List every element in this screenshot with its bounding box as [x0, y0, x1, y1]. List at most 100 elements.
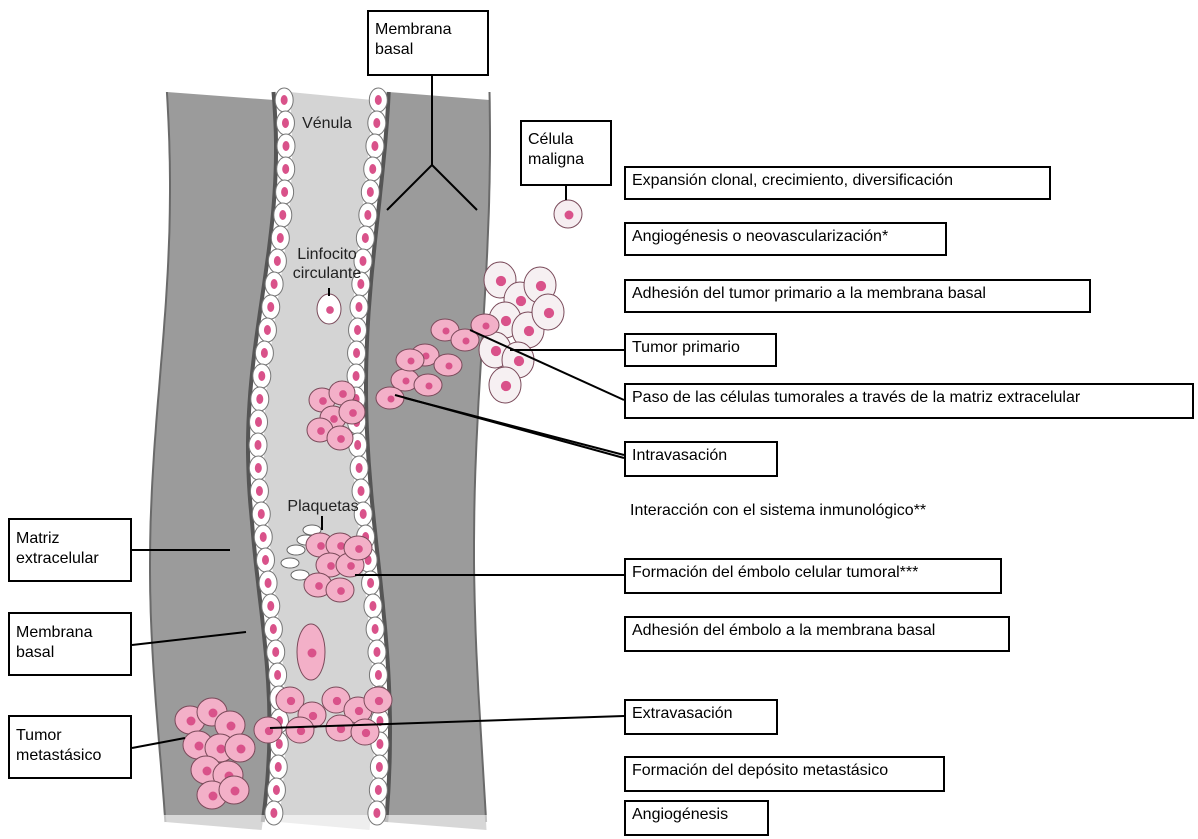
- step-paso-matriz-extracelular: Paso de las células tumorales a través d…: [624, 383, 1194, 419]
- circulating-tumor-cell-nucleus: [337, 435, 345, 443]
- tumor-metastasico-label: Tumor metastásico: [8, 715, 132, 779]
- platelet: [281, 558, 299, 568]
- left-endothelium-nucleus: [274, 256, 281, 266]
- left-endothelium-nucleus: [260, 532, 267, 542]
- circulating-tumor-cell-nucleus: [319, 397, 327, 405]
- primary-tumor-cell-nucleus: [501, 381, 511, 391]
- left-endothelium-nucleus: [256, 486, 263, 496]
- left-endothelium-nucleus: [258, 509, 265, 519]
- primary-tumor-cell-nucleus: [536, 281, 546, 291]
- migrating-tumor-cell-nucleus: [482, 322, 489, 329]
- primary-tumor-cell-nucleus: [524, 326, 534, 336]
- right-endothelium-nucleus: [367, 578, 374, 588]
- step-expansion-clonal: Expansión clonal, crecimiento, diversifi…: [624, 166, 1051, 200]
- step-angiogenesis: Angiogénesis: [624, 800, 769, 836]
- plaquetas-label: Plaquetas: [278, 497, 368, 516]
- membrana-basal-left-label: Membrana basal: [8, 612, 132, 676]
- left-endothelium-nucleus: [279, 210, 286, 220]
- extravasating-cell-nucleus: [287, 697, 295, 705]
- step-intravasacion: Intravasación: [624, 441, 778, 477]
- step-tumor-primario: Tumor primario: [624, 333, 777, 367]
- left-endothelium-nucleus: [258, 371, 265, 381]
- right-endothelium-nucleus: [376, 762, 383, 772]
- right-endothelium-nucleus: [375, 670, 382, 680]
- left-endothelium-nucleus: [277, 233, 284, 243]
- bottom-fade: [140, 815, 520, 839]
- step-adhesion-tumor-primario: Adhesión del tumor primario a la membran…: [624, 279, 1091, 313]
- migrating-tumor-cell-nucleus: [387, 395, 394, 402]
- embolus-cell-nucleus: [337, 587, 345, 595]
- right-endothelium-nucleus: [369, 164, 376, 174]
- left-endothelium-nucleus: [255, 440, 262, 450]
- step-interaccion-inmunologico: Interacción con el sistema inmunológico*…: [624, 498, 1004, 534]
- right-endothelium-nucleus: [372, 624, 379, 634]
- left-endothelium-nucleus: [275, 762, 282, 772]
- left-endothelium-nucleus: [273, 785, 280, 795]
- metastatic-tumor-cell-nucleus: [209, 792, 218, 801]
- right-endothelium-nucleus: [353, 371, 360, 381]
- circulating-tumor-cell-nucleus: [330, 415, 338, 423]
- left-endothelium-nucleus: [281, 95, 288, 105]
- migrating-tumor-cell-nucleus: [425, 382, 432, 389]
- left-endothelium-nucleus: [270, 624, 277, 634]
- right-endothelium-nucleus: [373, 808, 380, 818]
- left-endothelium-nucleus: [267, 302, 274, 312]
- left-endothelium-nucleus: [261, 348, 268, 358]
- migrating-tumor-cell-nucleus: [407, 357, 414, 364]
- embolus-cell-nucleus: [315, 582, 323, 590]
- primary-tumor-cell-nucleus: [516, 296, 526, 306]
- right-endothelium-nucleus: [364, 210, 371, 220]
- migrating-tumor-cell-nucleus: [445, 362, 452, 369]
- extravasating-cell-nucleus: [362, 729, 370, 737]
- right-endothelium-nucleus: [376, 739, 383, 749]
- primary-tumor-cell-nucleus: [514, 356, 524, 366]
- venula-label: Vénula: [292, 114, 362, 133]
- metastatic-tumor-cell-nucleus: [217, 745, 226, 754]
- right-endothelium-nucleus: [375, 785, 382, 795]
- extravasating-cell-nucleus: [333, 697, 341, 705]
- metastatic-tumor-cell-nucleus: [203, 767, 212, 776]
- left-endothelium-nucleus: [282, 118, 289, 128]
- metastatic-tumor-cell-nucleus: [187, 717, 196, 726]
- step-formacion-deposito: Formación del depósito metastásico: [624, 756, 945, 792]
- right-endothelium-nucleus: [354, 440, 361, 450]
- left-endothelium-nucleus: [255, 417, 262, 427]
- metastatic-tumor-cell-nucleus: [209, 709, 218, 718]
- primary-tumor-cell-nucleus: [501, 316, 511, 326]
- malignant-cell-nucleus: [565, 211, 574, 220]
- right-endothelium-nucleus: [353, 348, 360, 358]
- linfocito-label: Linfocito circulante: [282, 245, 372, 283]
- right-endothelium-nucleus: [369, 601, 376, 611]
- left-endothelium-nucleus: [264, 325, 271, 335]
- platelet: [287, 545, 305, 555]
- metastatic-tumor-cell-nucleus: [231, 787, 240, 796]
- metastatic-tumor-cell-nucleus: [237, 745, 246, 754]
- right-endothelium-nucleus: [375, 95, 382, 105]
- right-endothelium-nucleus: [354, 325, 361, 335]
- right-endothelium-nucleus: [362, 233, 369, 243]
- left-endothelium-nucleus: [267, 601, 274, 611]
- right-endothelium-nucleus: [367, 187, 374, 197]
- extravasating-cell-nucleus: [309, 712, 317, 720]
- right-endothelium-nucleus: [373, 118, 380, 128]
- metastatic-tumor-cell-nucleus: [227, 722, 236, 731]
- migrating-tumor-cell-nucleus: [462, 337, 469, 344]
- embolus-cell-nucleus: [317, 542, 325, 550]
- left-endothelium-nucleus: [270, 808, 277, 818]
- left-endothelium-nucleus: [271, 279, 278, 289]
- adhering-cell-nucleus: [308, 649, 317, 658]
- primary-tumor-cell-nucleus: [544, 308, 554, 318]
- migrating-tumor-cell-nucleus: [402, 377, 409, 384]
- circulating-tumor-cell-nucleus: [339, 390, 347, 398]
- migrating-tumor-cell-nucleus: [442, 327, 449, 334]
- step-angiogenesis-neovascularizacion: Angiogénesis o neovascularización*: [624, 222, 947, 256]
- matriz-extracelular-label: Matriz extracelular: [8, 518, 132, 582]
- left-endothelium-nucleus: [265, 578, 272, 588]
- extravasating-cell-nucleus: [355, 707, 363, 715]
- embolus-cell-nucleus: [347, 562, 355, 570]
- embolus-cell-nucleus: [355, 545, 363, 553]
- left-endothelium-nucleus: [274, 670, 281, 680]
- step-extravasacion: Extravasación: [624, 699, 778, 735]
- metastatic-tumor-cell-nucleus: [195, 742, 204, 751]
